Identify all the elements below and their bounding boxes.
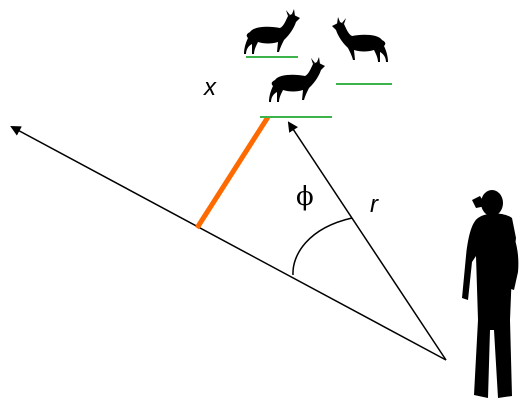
person-icon [462,190,519,398]
deer-icon [332,17,388,62]
deer-icon [269,57,325,102]
deer-icon [244,9,300,54]
phi-label: ϕ [296,182,314,212]
r-label: r [370,191,379,218]
deer-group [244,9,392,118]
angle-arc [292,217,353,276]
radial-distance-line [287,121,447,361]
transect-line [10,126,447,361]
x-label: x [203,74,217,101]
perpendicular-distance-line [194,115,271,230]
